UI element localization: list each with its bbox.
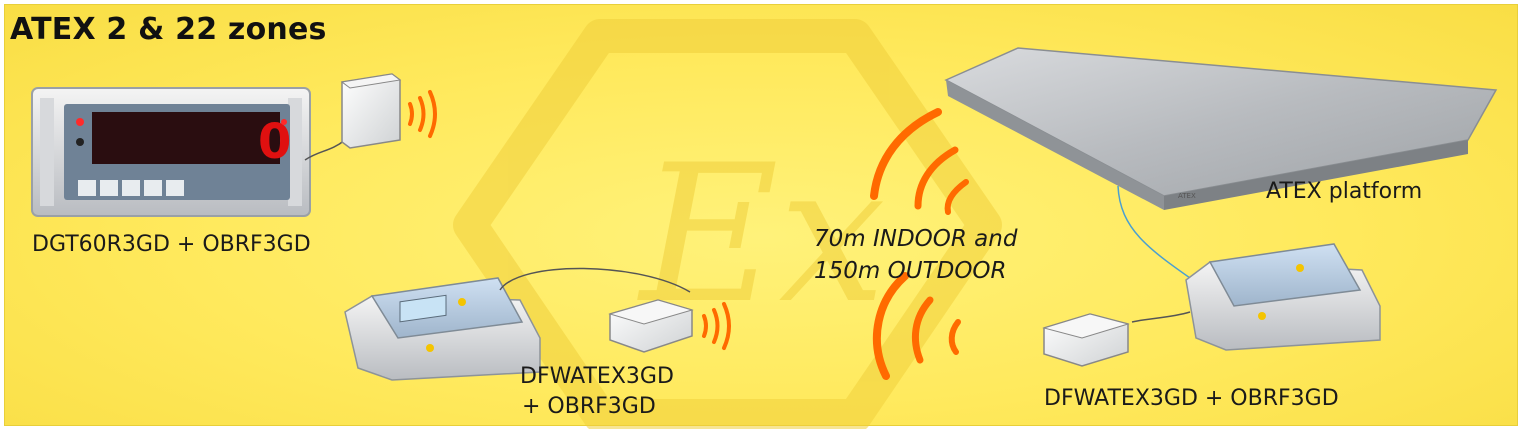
label-range-line1: 70m INDOOR and bbox=[814, 226, 1018, 252]
label-dfwatex-left-line1: DFWATEX3GD bbox=[520, 364, 674, 389]
label-range-line2: 150m OUTDOOR bbox=[814, 258, 1007, 284]
label-dfwatex-left-line2: + OBRF3GD bbox=[522, 394, 656, 419]
radio-wave-icon bbox=[702, 302, 731, 350]
radio-module-icon bbox=[1042, 313, 1130, 367]
weighing-indicator-icon bbox=[344, 267, 691, 381]
label-atex-platform: ATEX platform bbox=[1266, 179, 1423, 204]
display-unit-icon: 0 bbox=[31, 87, 346, 217]
weighing-indicator-icon bbox=[1131, 243, 1381, 351]
radio-wave-icon bbox=[870, 108, 969, 380]
svg-text:ATEX: ATEX bbox=[1178, 192, 1196, 200]
label-dgt60r3gd: DGT60R3GD + OBRF3GD bbox=[32, 232, 311, 257]
radio-module-icon bbox=[608, 299, 694, 353]
weighing-platform-icon: ATEX bbox=[944, 47, 1498, 286]
label-dfwatex-right: DFWATEX3GD + OBRF3GD bbox=[1044, 386, 1339, 411]
radio-wave-icon bbox=[408, 90, 437, 138]
radio-module-icon bbox=[340, 73, 402, 149]
diagram-title: ATEX 2 & 22 zones bbox=[10, 12, 327, 47]
